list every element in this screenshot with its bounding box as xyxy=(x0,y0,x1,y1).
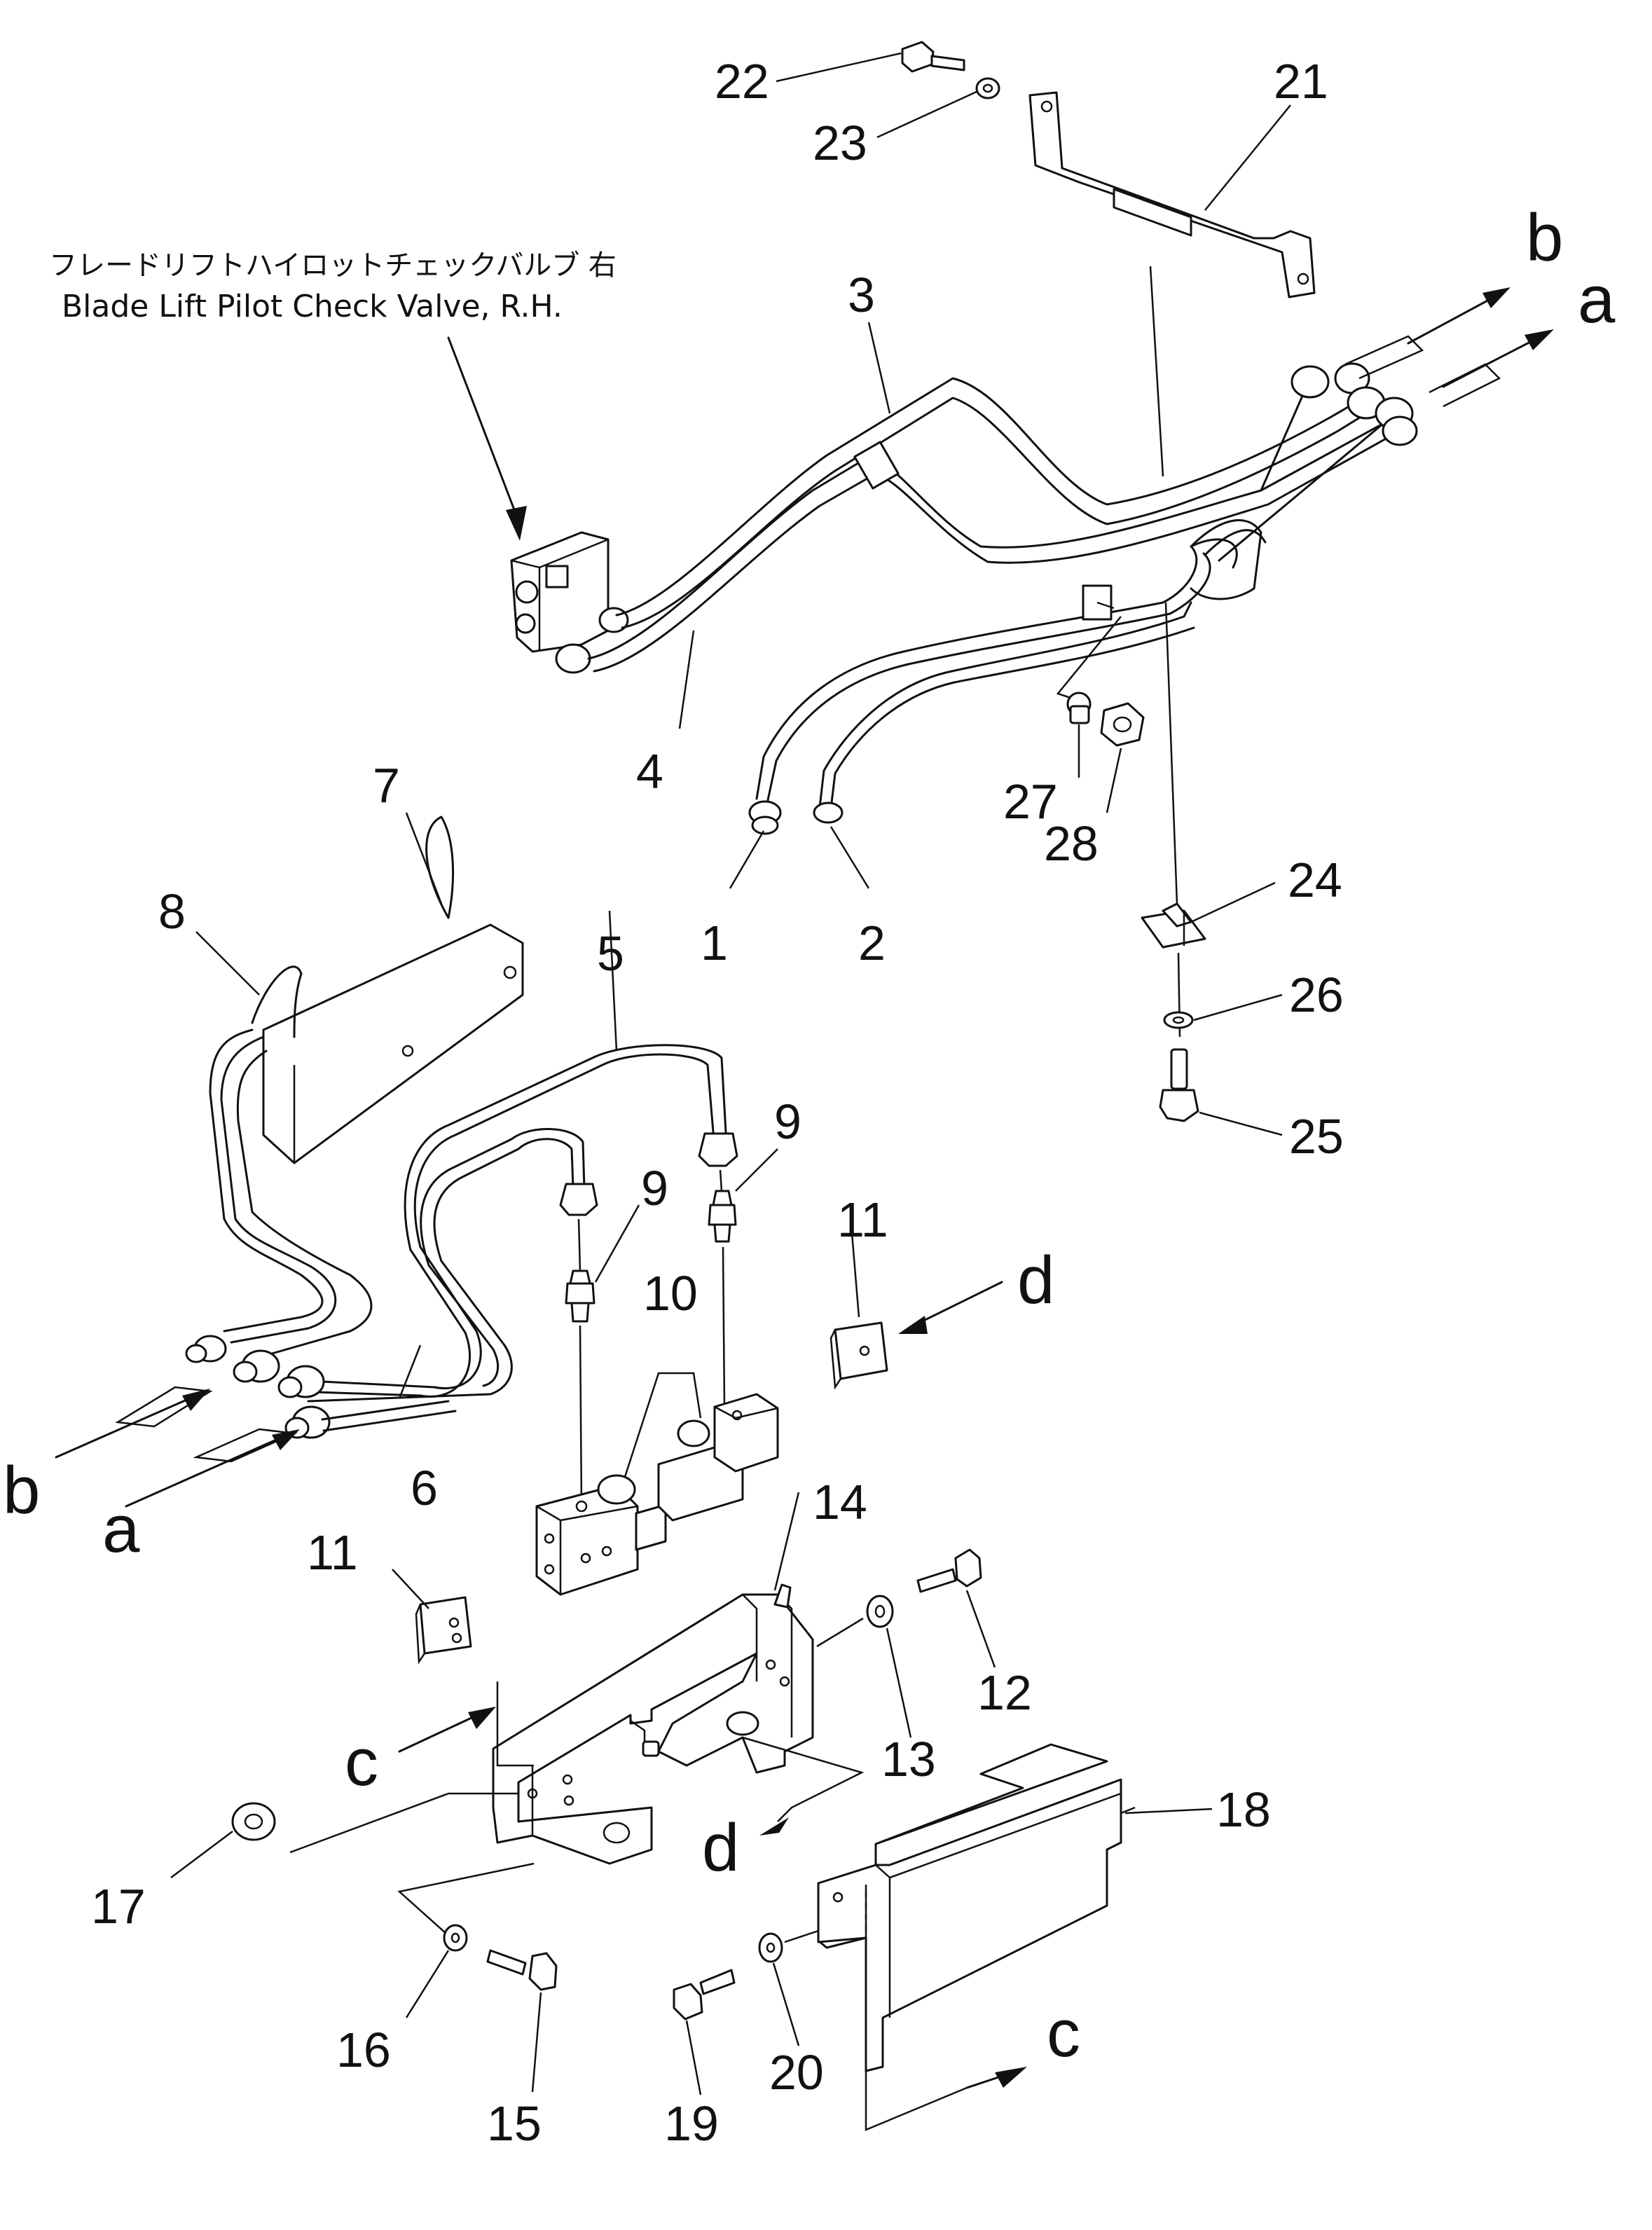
leader-lines xyxy=(170,52,1291,2095)
center-line-21 xyxy=(1149,266,1164,477)
cover-18 xyxy=(817,1743,1122,2072)
label-20: 20 xyxy=(769,2045,824,2100)
label-1: 1 xyxy=(701,916,728,970)
center-line-19 xyxy=(784,1929,819,1943)
caption-japanese: フレードリフトハイロットチェックバルブ 右 xyxy=(49,249,617,282)
label-4: 4 xyxy=(636,744,663,799)
letter-a-upper: a xyxy=(1578,262,1616,337)
nut-28 xyxy=(1100,702,1145,747)
pipe-5-6-bundle xyxy=(293,1044,727,1403)
lower-left-fittings xyxy=(185,1335,457,1439)
center-line-9-left xyxy=(579,1325,583,1507)
d-arrow-upper xyxy=(909,1281,1003,1328)
center-line-15 xyxy=(397,1862,535,1940)
label-14: 14 xyxy=(813,1475,867,1529)
label-5: 5 xyxy=(597,926,624,981)
label-2: 2 xyxy=(858,916,886,970)
upper-fittings-a-b xyxy=(1218,335,1501,562)
c-arrowhead-upper xyxy=(468,1707,496,1729)
c-leader-lower xyxy=(865,2067,968,2131)
nipple-9-left xyxy=(565,1218,596,1323)
caption-english: Blade Lift Pilot Check Valve, R.H. xyxy=(62,289,563,324)
bolt-22 xyxy=(901,41,965,73)
label-12: 12 xyxy=(977,1665,1032,1720)
washer-23 xyxy=(975,77,1000,99)
bracket-21 xyxy=(1028,91,1316,298)
ab-arrows-lower-left xyxy=(55,1386,300,1508)
bolt-15 xyxy=(486,1949,558,1991)
washer-20 xyxy=(758,1932,783,1963)
letter-b-upper: b xyxy=(1526,200,1563,275)
letter-d-upper: d xyxy=(1017,1243,1054,1318)
c-arrow-upper xyxy=(398,1711,485,1753)
letter-c-lower: c xyxy=(1047,1996,1080,2071)
caption-arrowhead xyxy=(506,506,527,541)
bolt-25 xyxy=(1159,1048,1199,1122)
c-arrowhead-lower xyxy=(995,2067,1027,2088)
pipe-5-nuts xyxy=(559,1132,738,1216)
label-9-right: 9 xyxy=(774,1094,801,1149)
clamp-24 xyxy=(1141,902,1206,949)
washer-26 xyxy=(1163,1011,1194,1029)
label-6: 6 xyxy=(411,1461,438,1515)
plate-11-upper xyxy=(830,1321,888,1390)
pipe-3-4-bundle xyxy=(587,377,1403,673)
pipe-1-2-bundle xyxy=(748,519,1267,835)
label-25: 25 xyxy=(1289,1109,1344,1164)
label-27: 27 xyxy=(1003,774,1058,829)
label-13: 13 xyxy=(881,1732,936,1787)
center-line-12 xyxy=(816,1617,864,1648)
plug-27 xyxy=(1066,691,1092,724)
washer-13 xyxy=(866,1595,894,1628)
pilot-check-valve xyxy=(510,531,629,674)
label-11-lower: 11 xyxy=(307,1525,358,1580)
label-21: 21 xyxy=(1274,54,1328,109)
label-18: 18 xyxy=(1216,1782,1271,1837)
nipple-9-right xyxy=(708,1169,737,1243)
label-10: 10 xyxy=(643,1266,698,1321)
d-arrowhead-upper xyxy=(898,1316,928,1334)
label-16: 16 xyxy=(336,2023,391,2077)
washer-16 xyxy=(443,1924,468,1952)
center-line-9-right xyxy=(722,1246,726,1409)
caption-leader xyxy=(447,336,518,518)
letter-c-upper: c xyxy=(345,1725,378,1800)
bracket-leader-10 xyxy=(624,1372,702,1478)
label-26: 26 xyxy=(1289,968,1344,1022)
bolt-19 xyxy=(673,1969,736,2021)
center-line-24 xyxy=(1164,602,1178,904)
label-23: 23 xyxy=(813,116,867,170)
arrows-upper-right xyxy=(1407,287,1554,388)
label-28: 28 xyxy=(1044,816,1099,871)
label-11-upper: 11 xyxy=(837,1192,888,1247)
plate-11-lower xyxy=(415,1596,472,1665)
label-19: 19 xyxy=(664,2096,719,2151)
c-leader-upper xyxy=(496,1681,534,1767)
c-arrow-lower xyxy=(965,2072,1010,2089)
bracket-14 xyxy=(492,1583,865,1865)
pipe-7-8-bundle xyxy=(209,815,455,1361)
label-9-left: 9 xyxy=(641,1161,668,1216)
connection-letter-labels: a a b b c c d d xyxy=(3,200,1616,2071)
label-17: 17 xyxy=(91,1879,146,1934)
part-number-labels: 1 2 3 4 5 6 7 8 9 9 10 11 11 12 13 14 15… xyxy=(91,54,1344,2151)
label-7: 7 xyxy=(373,758,400,813)
center-line-17 xyxy=(289,1792,449,1854)
label-8: 8 xyxy=(158,884,186,939)
valve-assembly-10 xyxy=(535,1393,779,1596)
pipe-7-plate xyxy=(262,923,524,1164)
label-15: 15 xyxy=(487,2096,542,2151)
bolt-12 xyxy=(916,1548,982,1593)
label-3: 3 xyxy=(848,268,875,322)
letter-d-lower: d xyxy=(702,1810,739,1885)
letter-a-lower: a xyxy=(102,1492,140,1567)
label-24: 24 xyxy=(1288,853,1342,907)
letter-b-lower: b xyxy=(3,1453,40,1528)
collar-17 xyxy=(231,1802,276,1841)
label-22: 22 xyxy=(715,54,769,109)
